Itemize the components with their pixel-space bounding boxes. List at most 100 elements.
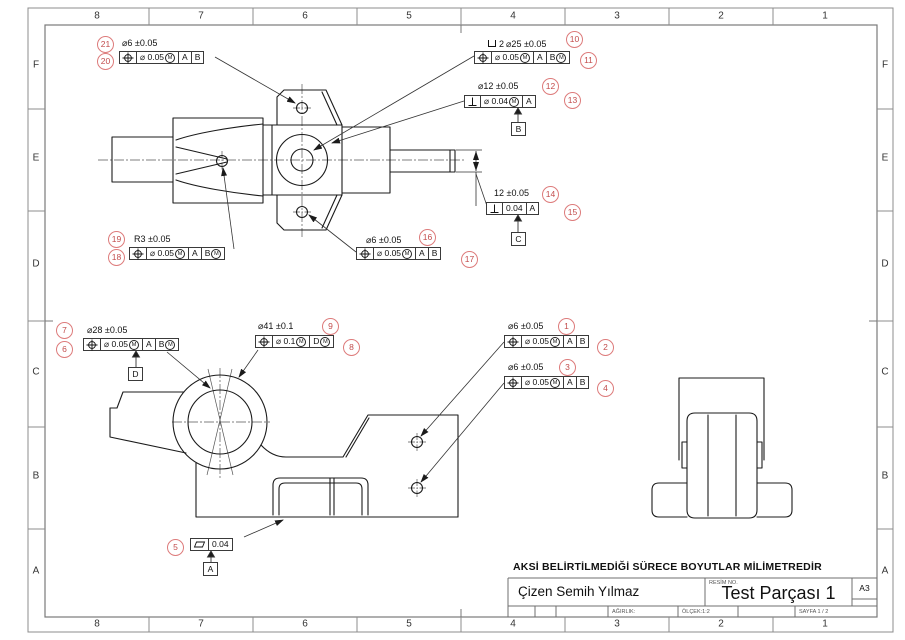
zone-col-label: 6 [302,618,308,630]
top-view [111,89,456,231]
tolerance-value: ⌀ 0.05 [525,377,550,388]
mmc-modifier-icon: M [165,52,176,63]
mmc-modifier-icon: M [129,339,140,350]
sheet-border [27,7,894,633]
side-view [651,377,793,519]
balloon-5: 5 [167,539,184,556]
datum-cell: A [534,52,547,63]
datum-cell: B [194,52,201,63]
balloon-14: 14 [542,186,559,203]
dimension-value: ⌀25 ±0.05 [506,39,547,49]
weight-label: AĞIRLIK: [612,609,636,615]
units-note: AKSİ BELİRTİLMEDİĞİ SÜRECE BOYUTLAR MİLİ… [513,561,822,573]
zone-row-label: C [32,366,40,378]
zone-col-label: 2 [718,10,724,22]
datum-label-a: A [203,562,218,576]
zone-col-label: 7 [198,10,204,22]
datum-label-b: B [511,122,526,136]
mmc-modifier-icon: M [550,377,561,388]
balloon-13: 13 [564,92,581,109]
position-symbol-icon [475,52,492,63]
zone-row-label: F [881,59,889,71]
mmc-modifier-icon: M [165,339,176,350]
zone-row-label: C [881,366,889,378]
datum-cell: A [526,96,532,107]
zone-col-label: 8 [94,618,100,630]
balloon-17: 17 [461,251,478,268]
tolerance-value: ⌀ 0.05 [104,339,129,350]
dimension-label: ⌀6 ±0.05 [366,235,402,245]
datum-cell: A [564,377,577,388]
balloon-8: 8 [343,339,360,356]
title-block-lines [507,577,877,617]
front-view [109,374,459,518]
datum-cell: B [579,377,586,388]
mmc-modifier-icon: M [320,336,331,347]
balloon-21: 21 [97,36,114,53]
balloon-15: 15 [564,204,581,221]
datum-cell: A [564,336,577,347]
tolerance-value: ⌀ 0.05 [377,248,402,259]
tolerance-value: ⌀ 0.1 [276,336,296,347]
mmc-modifier-icon: M [296,336,307,347]
perpendicularity-symbol-icon [487,203,503,214]
balloon-2: 2 [597,339,614,356]
balloon-18: 18 [108,249,125,266]
tolerance-cell: 0.04 [212,539,229,550]
zone-col-label: 3 [614,618,620,630]
datum-label-d: D [128,367,143,381]
datum-letter: B [549,52,556,63]
datum-cell: B [431,248,438,259]
datum-cell: A [179,52,192,63]
tolerance-value: ⌀ 0.05 [525,336,550,347]
zone-col-label: 4 [510,618,516,630]
datum-letter: B [204,248,211,259]
position-symbol-icon [120,52,137,63]
dimension-label: ⌀6 ±0.05 [122,38,158,48]
balloon-16: 16 [419,229,436,246]
drawn-by: Çizen Semih Yılmaz [518,584,640,599]
mmc-modifier-icon: M [550,336,561,347]
mmc-modifier-icon: M [175,248,186,259]
position-symbol-icon [130,248,147,259]
dimension-label: R3 ±0.05 [134,234,171,244]
dimension-label: ⌀6 ±0.05 [508,321,544,331]
zone-col-label: 4 [510,10,516,22]
zone-col-label: 1 [822,618,828,630]
drawing-title: Test Parçası 1 [721,583,836,603]
balloon-7: 7 [56,322,73,339]
zone-row-label: A [881,565,889,577]
balloon-4: 4 [597,380,614,397]
mmc-modifier-icon: M [520,52,531,63]
tolerance-value: ⌀ 0.05 [150,248,175,259]
mmc-modifier-icon: M [556,52,567,63]
dimension-label: 12 ±0.05 [494,188,529,198]
flatness-symbol-icon [191,539,209,550]
zone-row-label: D [32,258,40,270]
paper-size: A3 [859,583,870,593]
datum-cell: A [143,339,156,350]
zone-col-label: 5 [406,618,412,630]
balloon-3: 3 [559,359,576,376]
zone-row-label: A [32,565,40,577]
tolerance-value: ⌀ 0.04 [484,96,509,107]
zone-col-label: 7 [198,618,204,630]
zone-row-label: F [32,59,40,71]
balloon-9: 9 [322,318,339,335]
